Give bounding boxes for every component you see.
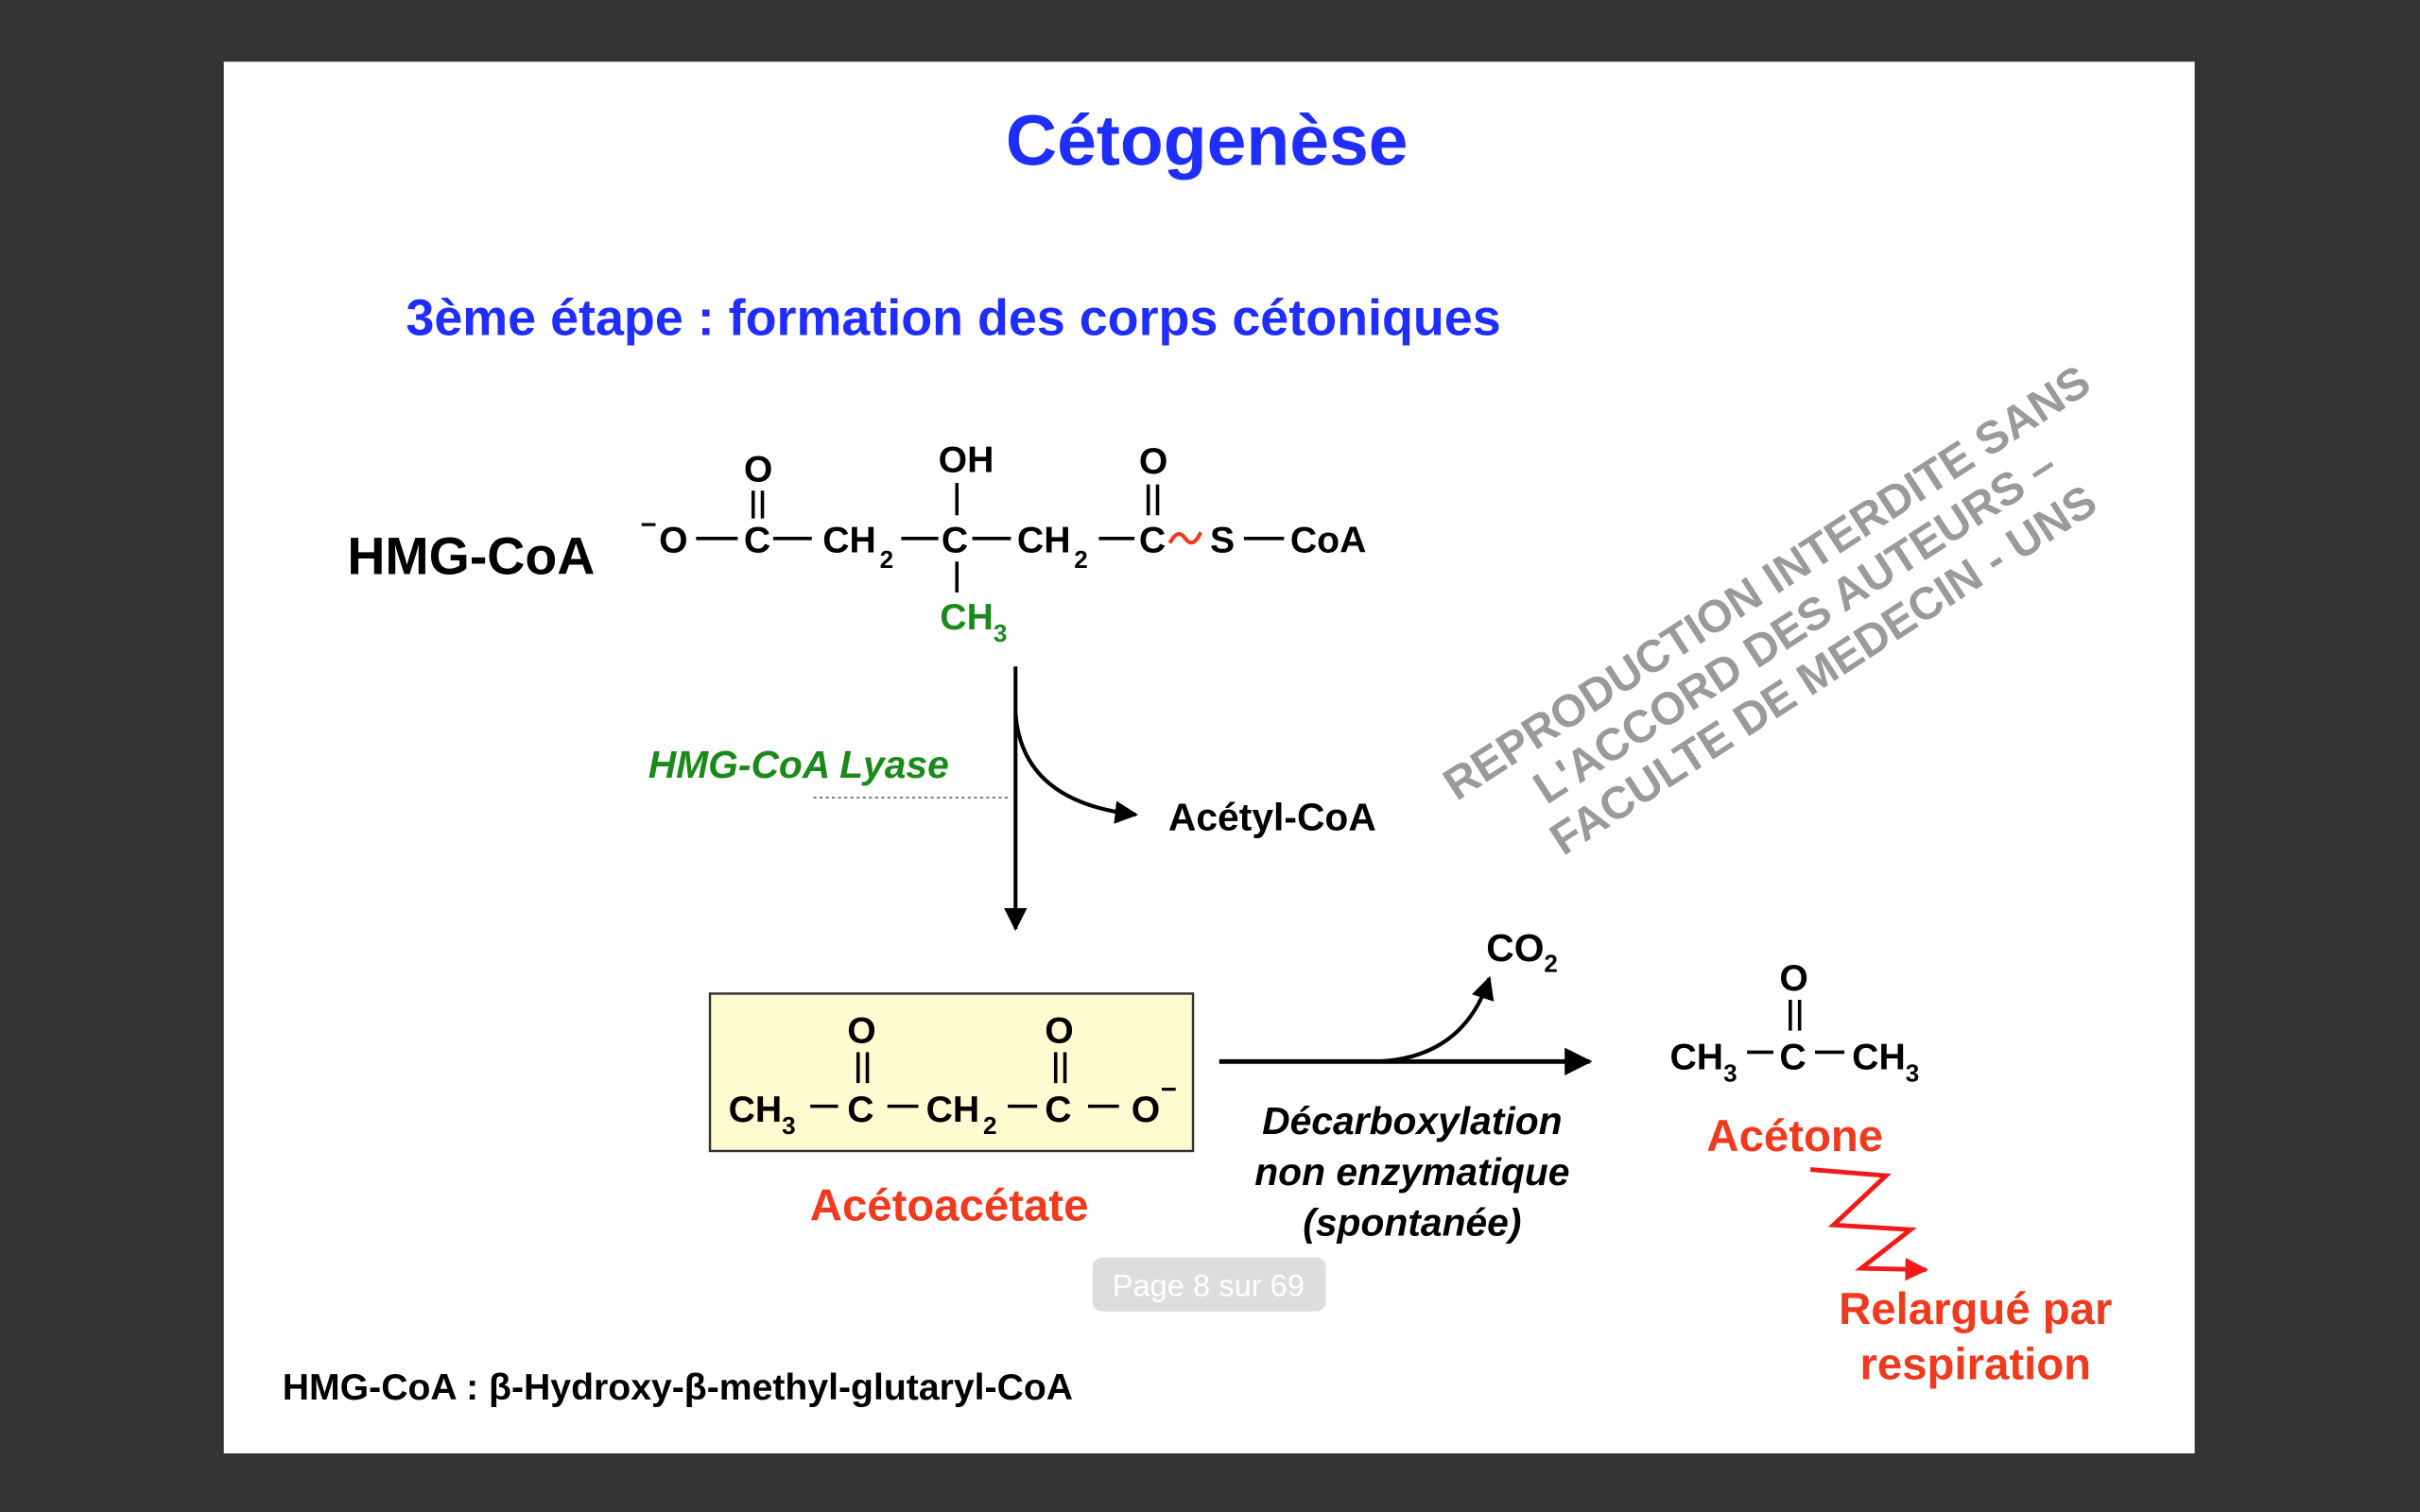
slide-title: Cétogenèse <box>1006 101 1409 180</box>
curved-arrow-icon <box>1013 713 1139 824</box>
svg-text:O: O <box>1045 1011 1073 1052</box>
svg-text:C: C <box>1779 1037 1806 1077</box>
svg-text:−: − <box>1161 1074 1177 1105</box>
atom-c: C <box>1139 520 1166 560</box>
zigzag-arrow-icon <box>1809 1167 1928 1281</box>
svg-text:C: C <box>847 1090 873 1130</box>
atom-o: O <box>1139 441 1167 482</box>
svg-text:CH3: CH3 <box>1852 1037 1919 1087</box>
charge-minus: − <box>641 509 657 541</box>
atom-oh: OH <box>939 440 994 481</box>
slide-subtitle: 3ème étape : formation des corps cétoniq… <box>406 289 1500 346</box>
svg-text:O: O <box>1779 958 1807 999</box>
atom-ch2: CH <box>1017 520 1071 560</box>
svg-text:CH3: CH3 <box>729 1090 796 1140</box>
atom-coa: CoA <box>1290 520 1367 560</box>
svg-text:O: O <box>1132 1090 1160 1130</box>
atom-o: O <box>659 520 687 560</box>
acetoacetate-label: Acétoacétate <box>810 1180 1089 1230</box>
acetone-label: Acétone <box>1706 1111 1883 1161</box>
svg-text:C: C <box>1045 1090 1071 1130</box>
enzyme-label: HMG-CoA Lyase <box>648 743 949 786</box>
release-line1: Relargué par <box>1839 1284 2112 1334</box>
acetone-structure: CH3 C O CH3 <box>1670 958 1920 1087</box>
co2-release-arrow-icon <box>1376 975 1495 1064</box>
svg-text:2: 2 <box>983 1111 997 1140</box>
svg-text:O: O <box>847 1011 875 1052</box>
atom-s: S <box>1210 520 1235 560</box>
hmg-coa-label: HMG-CoA <box>347 526 595 585</box>
svg-text:CH: CH <box>926 1090 980 1130</box>
slide <box>223 61 2195 1453</box>
decarbox-line2: non enzymatique <box>1254 1150 1569 1194</box>
lyase-step: HMG-CoA Lyase Acétyl-CoA <box>648 666 1376 932</box>
atom-ch2: CH <box>822 520 876 560</box>
atom-c: C <box>942 520 968 560</box>
svg-text:Page 8 sur 69: Page 8 sur 69 <box>1113 1267 1305 1302</box>
page-indicator: Page 8 sur 69 <box>1092 1257 1326 1312</box>
decarbox-line3: (spontanée) <box>1303 1201 1521 1245</box>
acetyl-coa-label: Acétyl-CoA <box>1168 795 1376 838</box>
release-line2: respiration <box>1859 1340 2091 1390</box>
methyl-ch3: CH3 <box>940 597 1007 647</box>
atom-o: O <box>744 449 772 490</box>
svg-text:CO2: CO2 <box>1486 926 1558 977</box>
atom-c: C <box>744 520 770 560</box>
svg-text:2: 2 <box>1074 545 1088 574</box>
svg-text:2: 2 <box>880 545 894 574</box>
svg-text:CH3: CH3 <box>1670 1037 1737 1087</box>
decarboxylation-step: CO2 Décarboxylation non enzymatique (spo… <box>1219 926 1593 1245</box>
footnote: HMG-CoA : β-Hydroxy-β-methyl-glutaryl-Co… <box>283 1367 1073 1408</box>
decarbox-line1: Décarboxylation <box>1262 1099 1562 1143</box>
highlight-box <box>708 992 1195 1153</box>
thioester-bond-icon <box>1167 531 1203 545</box>
